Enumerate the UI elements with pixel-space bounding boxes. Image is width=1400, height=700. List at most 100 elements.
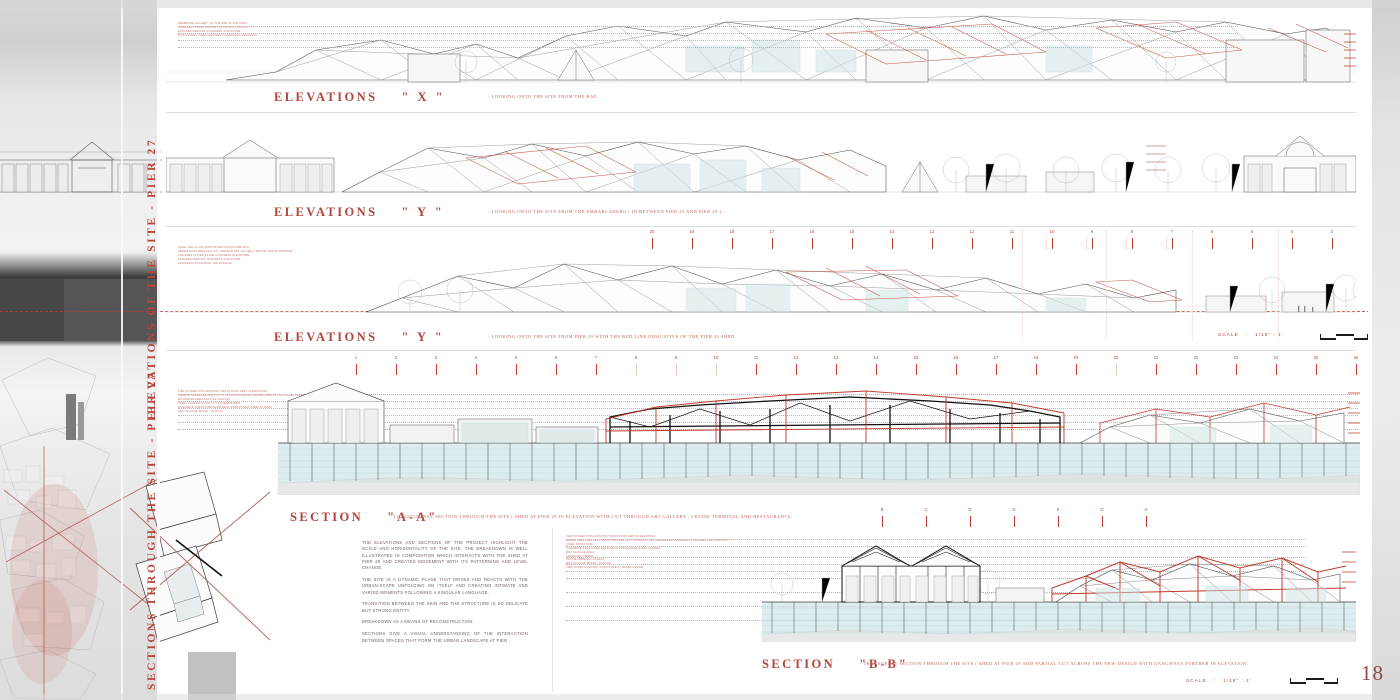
grid-tick-label: 4 [1290,229,1294,234]
grid-tick-label: 18 [1033,355,1039,360]
grid-tick-label: 17 [769,229,775,234]
grid-tick-label: 15 [849,229,855,234]
grid-tick [396,364,397,375]
scale-bar-sections [1290,676,1338,686]
elevation-y2-label: ELEVATIONS" Y " [274,330,445,344]
grid-tick-label: 19 [689,229,695,234]
grid-tick [1156,364,1157,375]
grid-tick-label: 10 [713,355,719,360]
grid-tick [926,516,927,527]
grid-tick-label: 13 [929,229,935,234]
grid-tick-label: 6 [1210,229,1214,234]
project-description-text: THE ELEVATIONS AND SECTIONS OF THE PROJE… [362,540,528,643]
grid-tick [476,364,477,375]
grid-tick [1052,238,1053,249]
bottom-edge-band [0,694,1400,700]
grid-tick-label: 20 [649,229,655,234]
section-aa-label: SECTION"A-A" [290,510,439,524]
grid-tick [636,364,637,375]
elevation-y1-drawing [166,128,1356,200]
grid-tick-label: H [1144,507,1148,512]
grid-tick-label: 19 [1073,355,1079,360]
grid-tick-label: 21 [1153,355,1159,360]
grid-tick [1172,238,1173,249]
grid-tick [1356,364,1357,375]
grid-ticks-elevation-y2 [166,230,1356,252]
elevation-y2-drawing [166,250,1356,322]
grid-tick [1014,516,1015,527]
grid-tick-label: 22 [1193,355,1199,360]
elevation-y1-label: ELEVATIONS" Y " [274,205,445,219]
section-aa-description: - LONGITUDINAL SECTION THROUGH THE SITE … [390,514,793,519]
grid-tick [1058,516,1059,527]
vertical-title-sections: SECTIONS THROUGH THE SITE - PIER 27 [146,370,158,690]
grid-tick [916,364,917,375]
grid-tick-label: 24 [1273,355,1279,360]
grid-tick-label: 4 [474,355,478,360]
grid-tick-label: 2 [1330,229,1334,234]
section-bb-description: - TRANSVERSE SECTION THROUGH THE SITE ( … [860,661,1249,666]
grid-tick [652,238,653,249]
grid-tick [932,238,933,249]
grid-tick [852,238,853,249]
scale-note-elevations: SCALE : 1/16" : 1' [1218,333,1284,338]
page-number: 18 [1361,661,1384,685]
grid-tick [882,516,883,527]
annotation-section-aa: PIER 29 SHED WITH EXISTING TRUSS ROOF KE… [178,390,310,413]
grid-tick-label: 13 [833,355,839,360]
grid-tick [596,364,597,375]
grid-tick-label: 7 [594,355,598,360]
site-context-band [0,0,160,700]
grid-tick [1102,516,1103,527]
grid-tick [1116,364,1117,375]
grid-tick [1252,238,1253,249]
section-aa-drawing [270,375,1360,495]
grid-tick [796,364,797,375]
section-bb-drawing [756,530,1356,642]
grid-tick [892,238,893,249]
site-plan-artwork [0,357,161,700]
grid-tick-label: 14 [889,229,895,234]
elevation-x-drawing [166,10,1356,90]
elevation-y1-description: - LOOKING ONTO THE SITE FROM THE EMBARCA… [488,209,723,214]
grid-tick [716,364,717,375]
grid-tick [1332,238,1333,249]
grid-tick-label: 1 [354,355,358,360]
grid-tick [772,238,773,249]
grid-tick-label: G [1100,507,1104,512]
pier-shed-context-elevation [0,141,162,193]
grid-tick [996,364,997,375]
grid-tick-label: 12 [793,355,799,360]
grid-tick [1316,364,1317,375]
grid-tick-label: 8 [634,355,638,360]
grid-tick-label: C [924,507,928,512]
grid-tick [556,364,557,375]
grid-tick [756,364,757,375]
grid-tick-label: 2 [394,355,398,360]
grid-tick-label: 14 [873,355,879,360]
grid-tick [1292,238,1293,249]
grid-tick-label: 18 [729,229,735,234]
scale-bar-elevations [1320,332,1368,342]
grid-tick [436,364,437,375]
grid-tick-label: 11 [1009,229,1015,234]
grid-tick-label: 10 [1049,229,1055,234]
elevation-x-description: - LOOKING ONTO THE SITE FROM THE BAY. [488,94,599,99]
annotation-section-bb: PIER 29 SHED WITH EXISTING TRUSS ROOF KE… [566,535,730,570]
grid-tick-label: 11 [753,355,759,360]
grid-tick [1036,364,1037,375]
section-bb-label: SECTION"B-B" [762,657,909,671]
grid-tick [1236,364,1237,375]
grid-tick [356,364,357,375]
grid-tick [812,238,813,249]
grid-tick-label: 7 [1170,229,1174,234]
band-spine [157,0,160,700]
grid-tick [1132,238,1133,249]
grid-tick [732,238,733,249]
grid-tick-label: 5 [514,355,518,360]
grid-tick [1196,364,1197,375]
grid-tick-label: 5 [1250,229,1254,234]
grid-tick-label: E [1056,507,1060,512]
